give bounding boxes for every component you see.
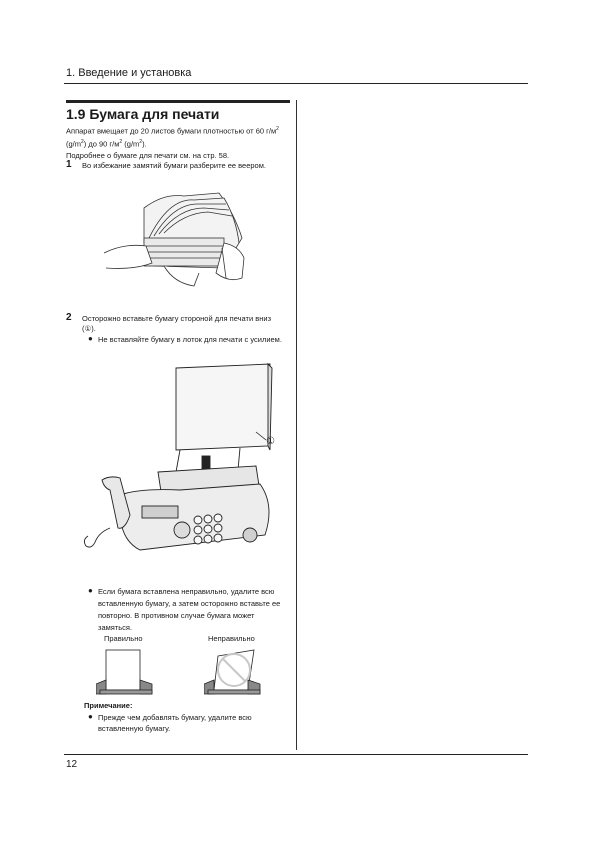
step-2-bullet-text: Не вставляйте бумагу в лоток для печати …	[98, 335, 282, 344]
section-title: 1.9 Бумага для печати	[66, 106, 220, 122]
step-1-number: 1	[66, 159, 72, 170]
step-2-text-line-1: Осторожно вставьте бумагу стороной для п…	[82, 314, 272, 323]
step-2-number: 2	[66, 312, 72, 323]
step-2-text-line-2: (①).	[82, 324, 96, 333]
footer-divider	[64, 754, 528, 755]
bullet-icon: ●	[88, 712, 93, 721]
callout-1: ①	[266, 436, 275, 447]
remark-line-1: Прежде чем добавлять бумагу, удалите всю	[98, 713, 252, 722]
bullet-icon: ●	[88, 334, 93, 343]
fax-machine-illustration	[83, 362, 273, 551]
fanning-paper-illustration	[104, 192, 245, 287]
chapter-title: 1. Введение и установка	[66, 67, 192, 79]
misinsert-line-3: повторно. В противном случае бумага може…	[98, 611, 255, 620]
header-divider	[64, 83, 528, 84]
incorrect-insert-illustration	[204, 649, 261, 695]
prohibited-icon	[217, 653, 251, 687]
section-rule	[66, 100, 290, 103]
label-correct: Правильно	[104, 634, 143, 643]
intro-paragraph: Аппарат вмещает до 20 листов бумаги плот…	[66, 124, 296, 161]
misinsert-line-2: вставленную бумагу, а затем осторожно вс…	[98, 599, 281, 608]
correct-insert-illustration	[96, 649, 153, 695]
step-1-text: Во избежание замятий бумаги разберите ее…	[82, 161, 266, 170]
column-divider	[296, 100, 297, 750]
remark-line-2: вставленную бумагу.	[98, 724, 171, 733]
intro-line-2: (g/m2) до 90 г/м2 (g/m2).	[66, 138, 147, 149]
page-number: 12	[66, 759, 78, 770]
label-incorrect: Неправильно	[208, 634, 255, 643]
intro-line-3: Подробнее о бумаге для печати см. на стр…	[66, 151, 230, 160]
bullet-icon: ●	[88, 586, 93, 595]
misinsert-line-4: замяться.	[98, 623, 133, 632]
intro-line-1: Аппарат вмещает до 20 листов бумаги плот…	[66, 126, 279, 136]
misinsert-line-1: Если бумага вставлена неправильно, удали…	[98, 587, 275, 596]
remark-title: Примечание:	[84, 701, 133, 710]
